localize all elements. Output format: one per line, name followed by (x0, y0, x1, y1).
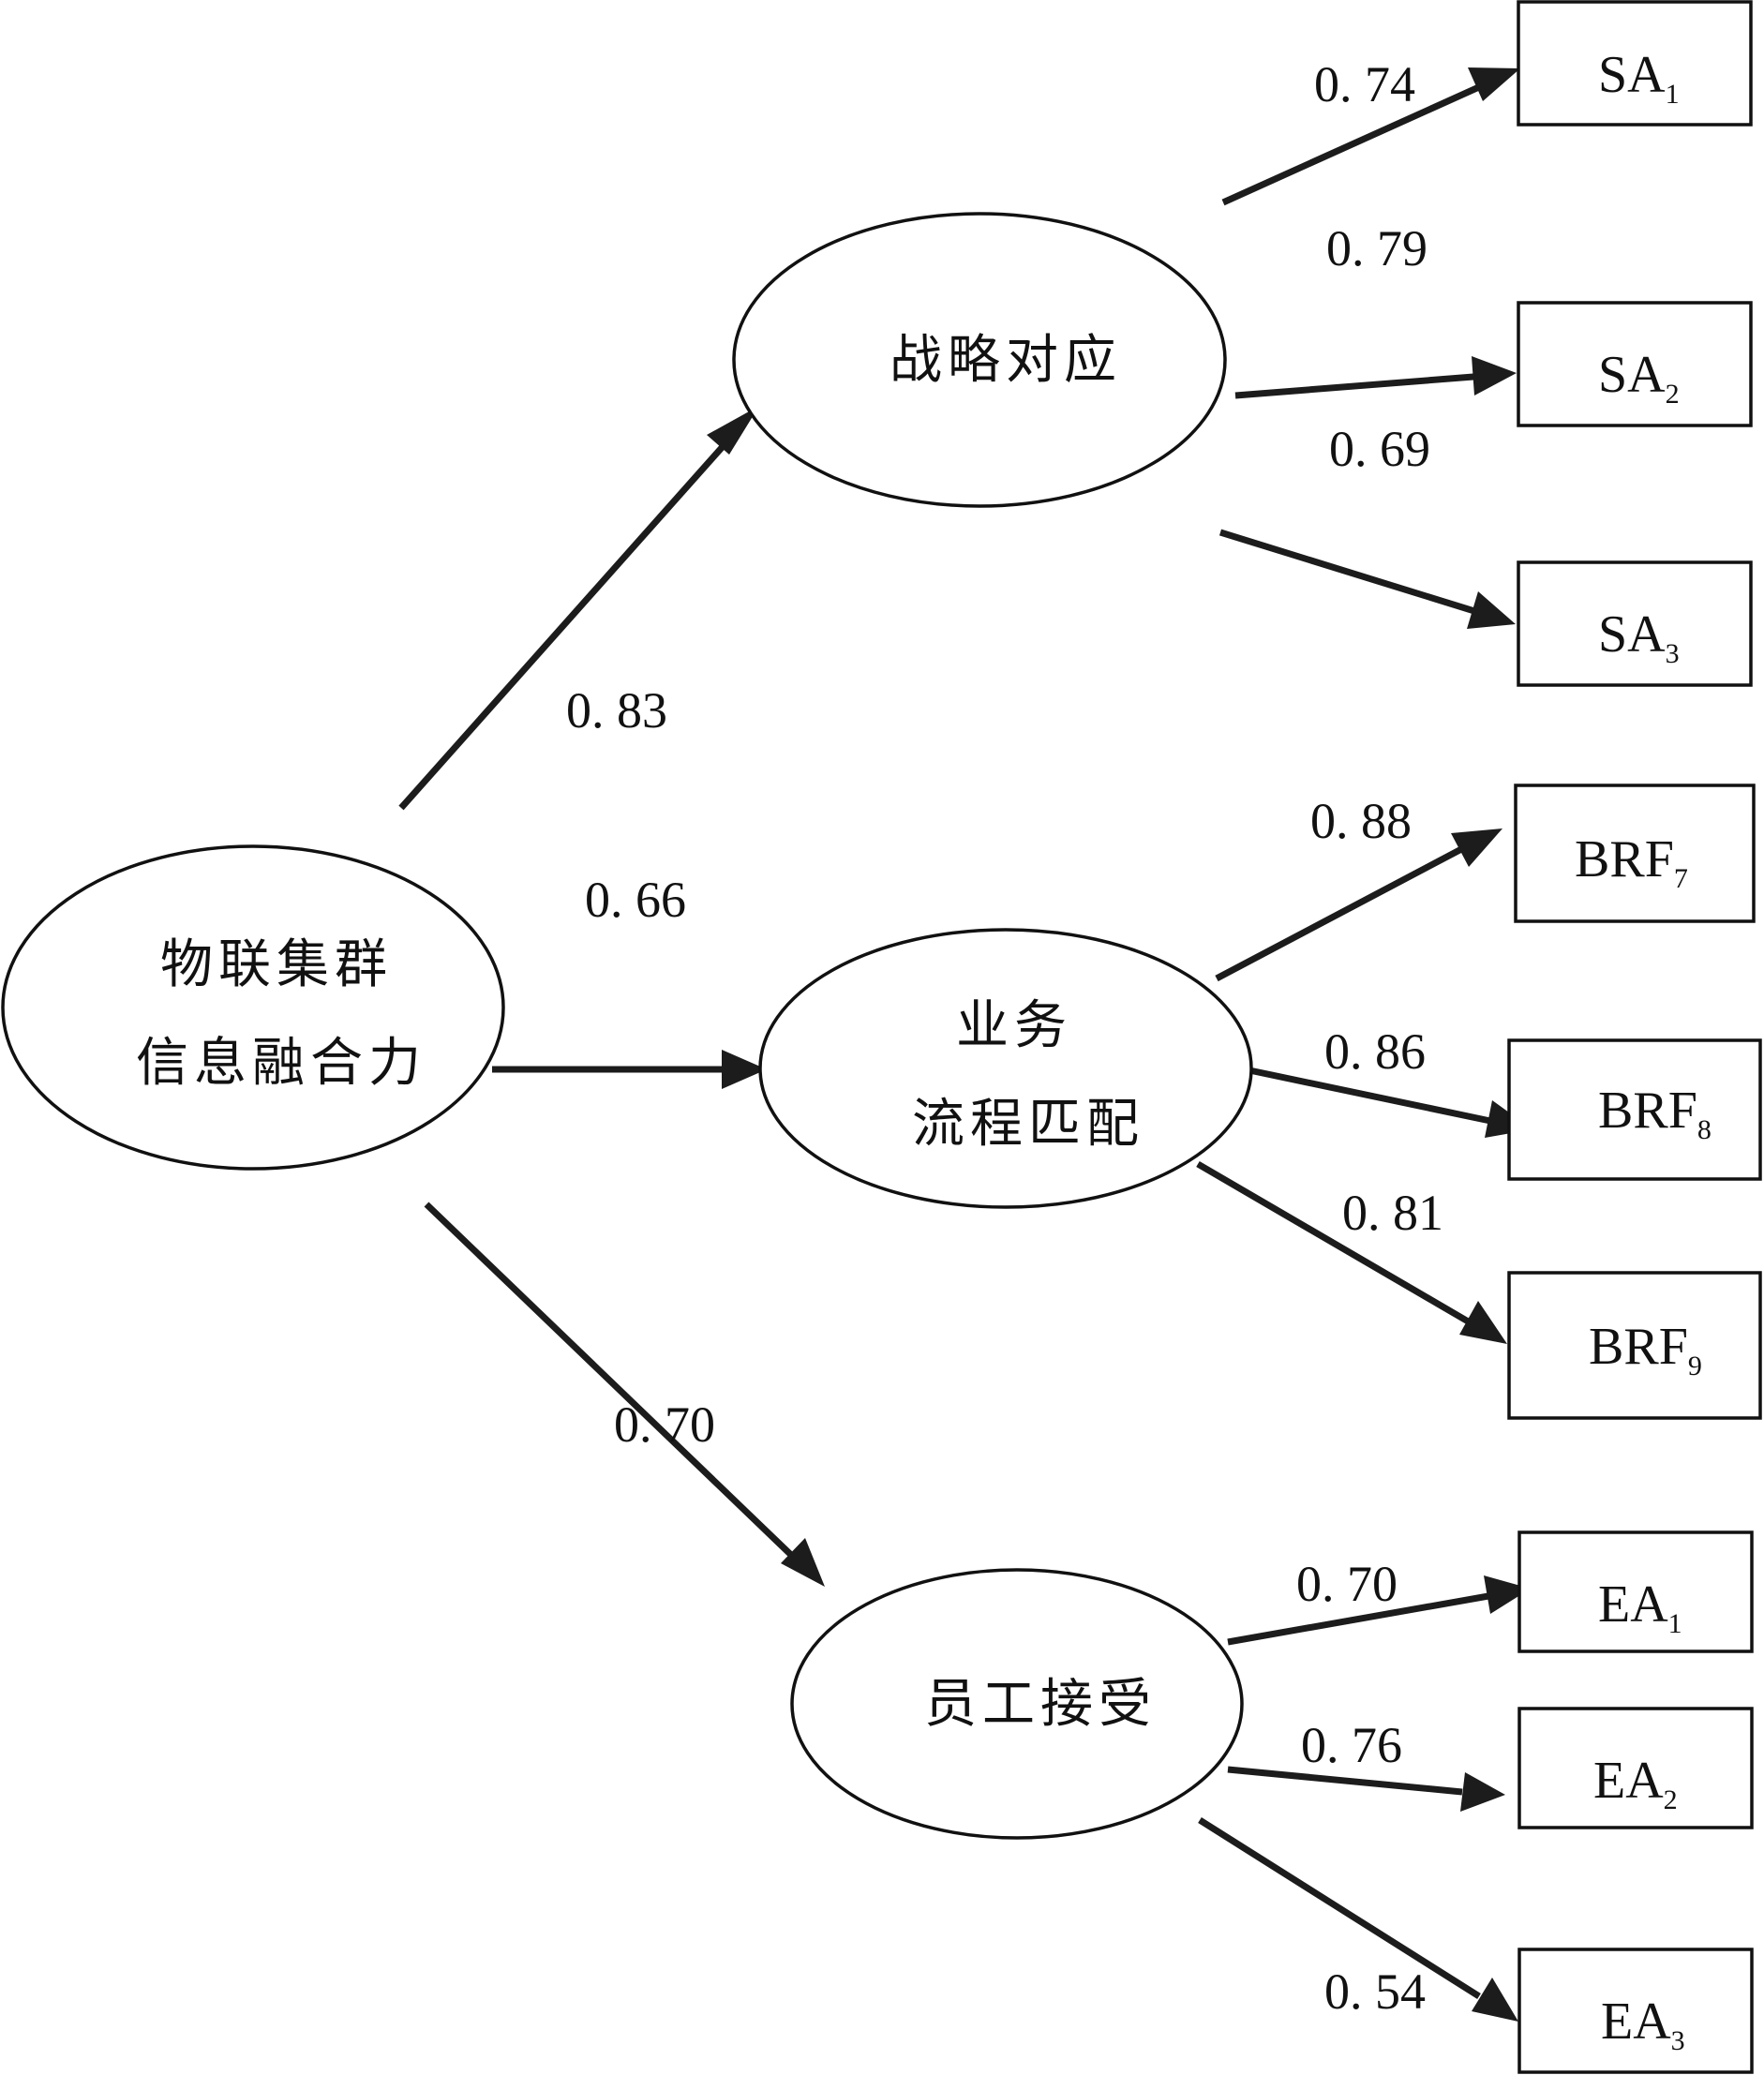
indicator-label-brf8: BRF8 (1598, 1082, 1712, 1145)
ea-label: 员工接受 (924, 1674, 1157, 1735)
indicator-subscript: 8 (1697, 1114, 1712, 1145)
sa-ellipse (732, 212, 1227, 508)
loading-brf8: 0. 86 (1324, 1023, 1426, 1080)
latent-variables (1, 212, 1253, 1840)
brf-label-line1: 业务 (956, 995, 1072, 1056)
arrow-ea-to-ea1-head (1484, 1575, 1531, 1614)
latent-labels: 物联集群 信息融合力 战略对应 业务 流程匹配 员工接受 (136, 330, 1157, 1735)
indicator-subscript: 9 (1688, 1351, 1702, 1381)
loading-sa2: 0. 79 (1326, 220, 1428, 276)
indicator-base: SA (1598, 605, 1666, 664)
indicator-subscript: 2 (1664, 1784, 1678, 1815)
arrow-sa-to-sa1-head (1468, 67, 1520, 101)
arrow-root-to-sa-head (707, 406, 759, 455)
loading-sa3: 0. 69 (1329, 421, 1430, 477)
arrow-brf-to-brf8 (1248, 1067, 1491, 1125)
arrow-brf-to-brf9 (1196, 1160, 1472, 1326)
coef-root-ea: 0. 70 (614, 1396, 715, 1453)
indicator-subscript: 7 (1674, 863, 1688, 894)
arrow-brf-to-brf7-head (1451, 829, 1502, 867)
indicator-box-brf9 (1507, 1271, 1762, 1420)
loading-ea1: 0. 70 (1296, 1556, 1398, 1612)
loading-ea3: 0. 54 (1324, 1963, 1426, 2020)
coefficient-labels: 0. 83 0. 66 0. 70 0. 74 0. 79 0. 69 0. 8… (566, 56, 1443, 2020)
indicator-box-brf7 (1514, 784, 1756, 923)
indicator-label-brf9: BRF9 (1589, 1318, 1702, 1381)
indicator-base: EA (1593, 1752, 1664, 1810)
indicator-subscript: 1 (1668, 1608, 1682, 1639)
arrow-sa-to-sa2 (1234, 373, 1474, 399)
arrow-ea-to-ea1 (1227, 1592, 1489, 1646)
brf-label-line2: 流程匹配 (912, 1094, 1144, 1155)
indicator-label-brf7: BRF7 (1575, 830, 1688, 894)
arrow-ea-to-ea3-head (1472, 1978, 1518, 2022)
ea-ellipse (790, 1568, 1244, 1840)
root-label-line2: 信息融合力 (136, 1033, 426, 1094)
loading-sa1: 0. 74 (1314, 56, 1415, 112)
arrow-root-to-brf-head (722, 1050, 767, 1089)
arrow-root-to-ea-head (781, 1538, 825, 1587)
indicator-boxes (1507, 0, 1762, 2074)
arrow-brf-to-brf7 (1215, 843, 1467, 982)
arrow-ea-to-ea2 (1227, 1766, 1463, 1796)
indicator-label-ea3: EA3 (1601, 1993, 1685, 2056)
root-label-line1: 物联集群 (160, 934, 393, 995)
indicator-box-brf8 (1507, 1038, 1762, 1181)
loading-brf7: 0. 88 (1310, 793, 1412, 849)
indicator-label-sa3: SA3 (1598, 605, 1680, 669)
arrow-sa-to-sa2-head (1472, 356, 1517, 396)
indicator-base: BRF (1589, 1318, 1688, 1376)
arrow-sa-to-sa3 (1218, 529, 1476, 615)
indicator-box-sa1 (1517, 0, 1753, 127)
brf-ellipse (758, 928, 1253, 1209)
indicator-box-ea3 (1517, 1948, 1754, 2074)
arrow-sa-to-sa1 (1221, 82, 1483, 206)
arrow-ea-to-ea3 (1198, 1817, 1481, 1999)
indicator-label-sa2: SA2 (1598, 346, 1680, 410)
indicator-label-ea2: EA2 (1593, 1752, 1678, 1815)
indicator-box-ea2 (1517, 1707, 1754, 1829)
arrow-brf-to-brf9-head (1459, 1301, 1507, 1344)
indicator-subscript: 1 (1666, 79, 1680, 110)
indicator-subscript: 2 (1666, 379, 1680, 410)
arrow-root-to-ea (424, 1202, 795, 1559)
indicator-box-sa3 (1517, 560, 1753, 687)
indicator-label-ea1: EA1 (1598, 1575, 1682, 1639)
indicator-subscript: 3 (1671, 2025, 1685, 2056)
sa-label: 战略对应 (889, 330, 1122, 391)
coef-root-sa: 0. 83 (566, 682, 667, 739)
indicator-base: SA (1598, 346, 1666, 404)
coef-root-brf: 0. 66 (585, 872, 686, 928)
arrow-sa-to-sa3-head (1467, 591, 1516, 629)
loading-brf9: 0. 81 (1342, 1185, 1443, 1241)
indicator-base: EA (1601, 1993, 1671, 2051)
indicator-base: BRF (1575, 830, 1674, 888)
arrow-ea-to-ea2-head (1460, 1772, 1505, 1812)
indicator-base: EA (1598, 1575, 1668, 1634)
root-ellipse (1, 844, 505, 1171)
indicator-box-sa2 (1517, 301, 1753, 427)
indicator-labels: SA1 SA2 SA3 BRF7 BRF8 BRF9 EA1 EA2 EA3 (1575, 46, 1712, 2056)
indicator-subscript: 3 (1666, 638, 1680, 669)
loading-ea2: 0. 76 (1301, 1717, 1402, 1773)
path-arrows (398, 67, 1532, 2022)
indicator-base: SA (1598, 46, 1666, 104)
indicator-base: BRF (1598, 1082, 1697, 1140)
arrow-root-to-sa (398, 431, 737, 811)
indicator-label-sa1: SA1 (1598, 46, 1680, 110)
indicator-box-ea1 (1517, 1530, 1754, 1653)
